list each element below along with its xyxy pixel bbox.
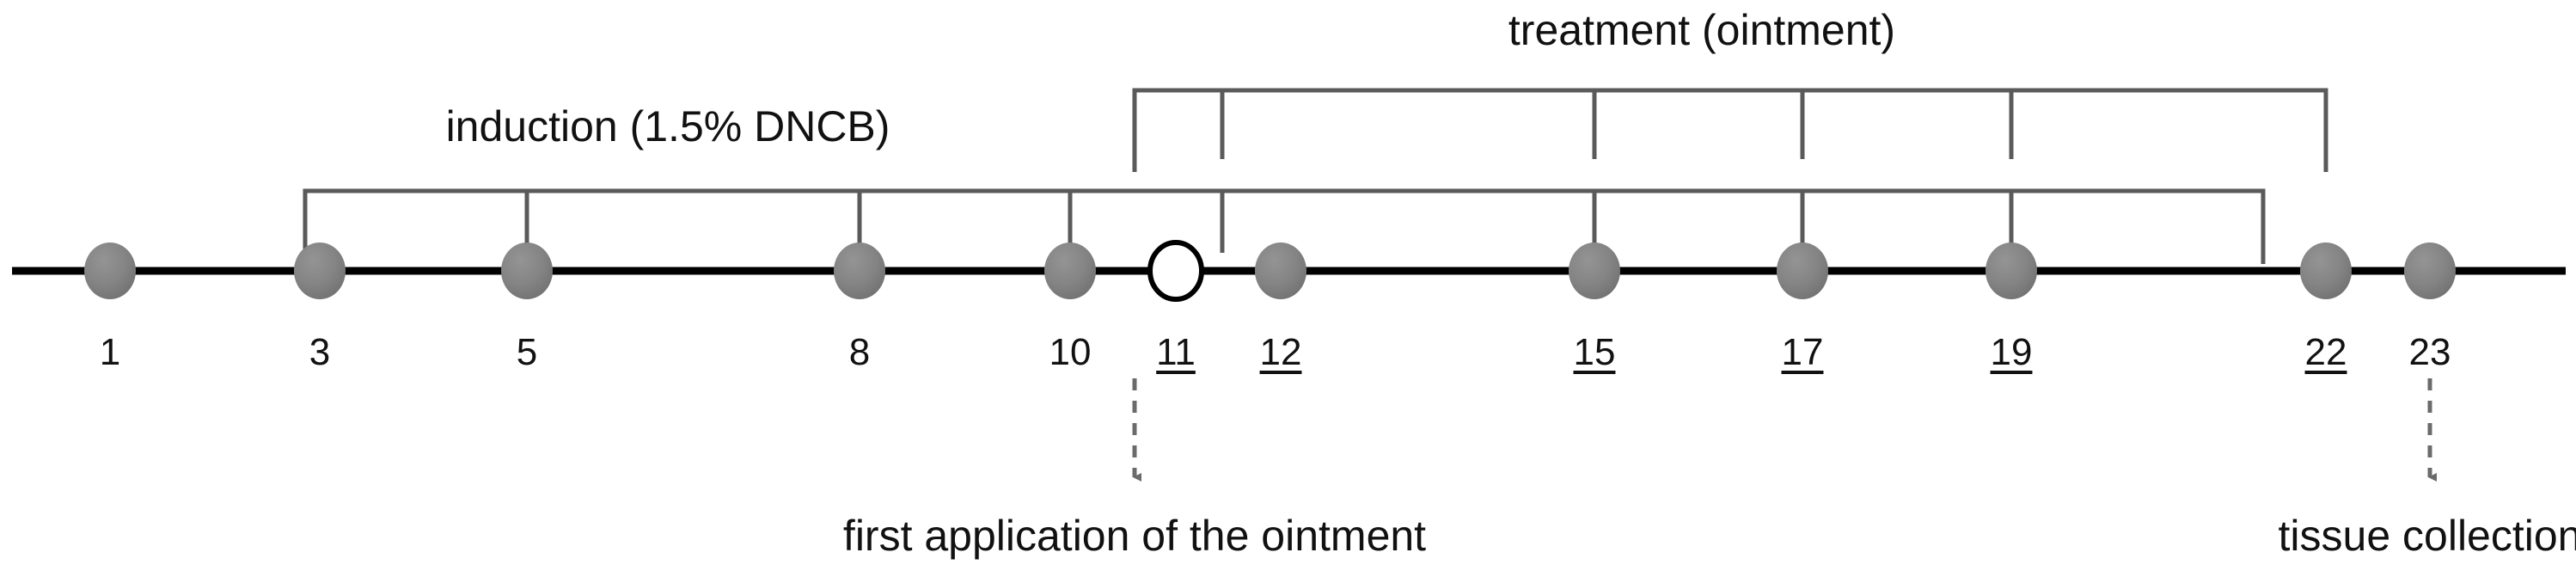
day-label-23: 23 xyxy=(2408,331,2451,373)
bracket-treatment xyxy=(1132,88,2328,172)
timeline-marker-day-22 xyxy=(2300,242,2352,299)
timeline-marker-day-8 xyxy=(834,242,885,299)
day-label-15: 15 xyxy=(1573,331,1616,373)
timeline-markers xyxy=(84,240,2456,302)
timeline-marker-day-23 xyxy=(2404,242,2456,299)
day-label-3: 3 xyxy=(309,331,331,373)
annotation-label-tissue-collection: tissue collection xyxy=(2278,512,2576,560)
timeline-marker-day-1 xyxy=(84,242,136,299)
timeline-marker-day-10 xyxy=(1044,242,1096,299)
day-label-17: 17 xyxy=(1781,331,1824,373)
timeline-marker-day-3 xyxy=(294,242,346,299)
day-label-8: 8 xyxy=(848,331,871,373)
day-label-5: 5 xyxy=(516,331,538,373)
day-label-10: 10 xyxy=(1049,331,1092,373)
bracket-label-induction: induction (1.5% DNCB) xyxy=(445,102,890,150)
day-label-1: 1 xyxy=(99,331,121,373)
day-label-19: 19 xyxy=(1990,331,2033,373)
annotation-arrows xyxy=(1132,378,2437,482)
day-label-22: 22 xyxy=(2304,331,2347,373)
timeline-marker-day-19 xyxy=(1986,242,2037,299)
annotation-label-first-application: first application of the ointment xyxy=(842,512,1427,560)
bracket-label-treatment: treatment (ointment) xyxy=(1508,6,1896,54)
bracket-treatment-outline xyxy=(1132,88,2328,172)
timeline-marker-day-15 xyxy=(1569,242,1620,299)
timeline-marker-day-17 xyxy=(1777,242,1828,299)
timeline-marker-day-5 xyxy=(501,242,553,299)
timeline-marker-day-11 xyxy=(1147,240,1204,302)
day-label-12: 12 xyxy=(1259,331,1302,373)
bracket-induction-outline xyxy=(303,188,2266,264)
day-label-11: 11 xyxy=(1156,331,1196,373)
bracket-group xyxy=(303,88,2328,264)
timeline-marker-day-12 xyxy=(1255,242,1306,299)
